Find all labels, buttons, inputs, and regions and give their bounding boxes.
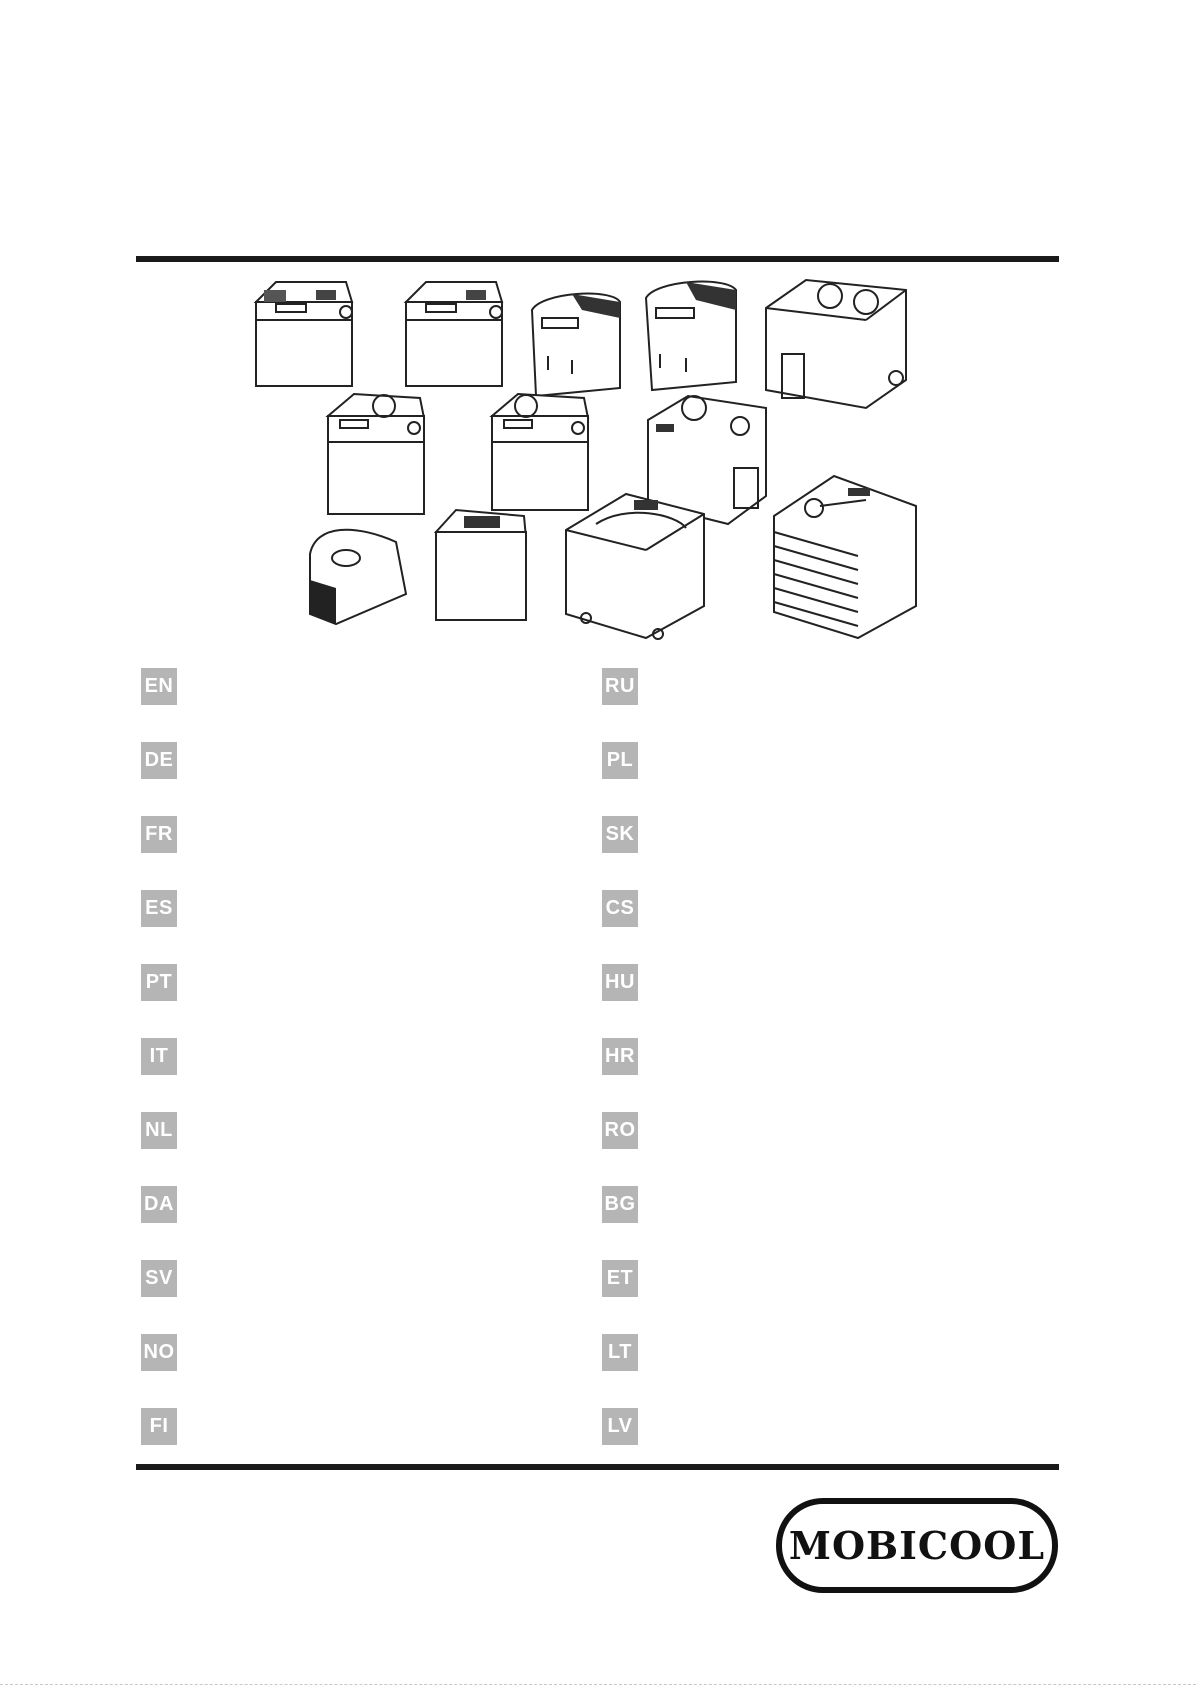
language-badge: SK — [602, 816, 638, 853]
language-badge: FI — [141, 1408, 177, 1445]
cooler-icon — [406, 282, 502, 386]
cooler-icon — [492, 394, 588, 510]
language-badge: NL — [141, 1112, 177, 1149]
language-badge: LT — [602, 1334, 638, 1371]
language-badge: DA — [141, 1186, 177, 1223]
language-badge: RO — [602, 1112, 638, 1149]
language-badge: CS — [602, 890, 638, 927]
bottom-rule — [136, 1464, 1059, 1470]
language-badge: BG — [602, 1186, 638, 1223]
cooler-products-illustration — [200, 268, 960, 648]
language-badge: HU — [602, 964, 638, 1001]
top-rule — [136, 256, 1059, 262]
cooler-icon — [774, 476, 916, 638]
cooler-icon — [436, 510, 526, 620]
language-badge: DE — [141, 742, 177, 779]
language-badge: ET — [602, 1260, 638, 1297]
language-badge: RU — [602, 668, 638, 705]
cooler-icon — [256, 282, 352, 386]
cooler-icon — [532, 294, 620, 396]
cooler-icon — [766, 280, 906, 408]
language-badge: ES — [141, 890, 177, 927]
mobicool-logo: MOBICOOL — [775, 1497, 1059, 1594]
language-badge: HR — [602, 1038, 638, 1075]
cooler-icon — [566, 494, 704, 639]
language-list-right: RU PL SK CS HU HR RO BG ET LT LV — [602, 668, 638, 1482]
logo-text: MOBICOOL — [775, 1497, 1059, 1594]
cooler-icon — [328, 394, 424, 514]
cooler-icon — [646, 282, 736, 390]
language-badge: EN — [141, 668, 177, 705]
language-badge: PT — [141, 964, 177, 1001]
language-badge: FR — [141, 816, 177, 853]
language-list-left: EN DE FR ES PT IT NL DA SV NO FI — [141, 668, 177, 1482]
language-badge: IT — [141, 1038, 177, 1075]
language-badge: PL — [602, 742, 638, 779]
language-badge: SV — [141, 1260, 177, 1297]
page-edge-divider — [0, 1684, 1196, 1685]
language-badge: NO — [141, 1334, 177, 1371]
cooler-icon — [310, 530, 406, 624]
language-badge: LV — [602, 1408, 638, 1445]
